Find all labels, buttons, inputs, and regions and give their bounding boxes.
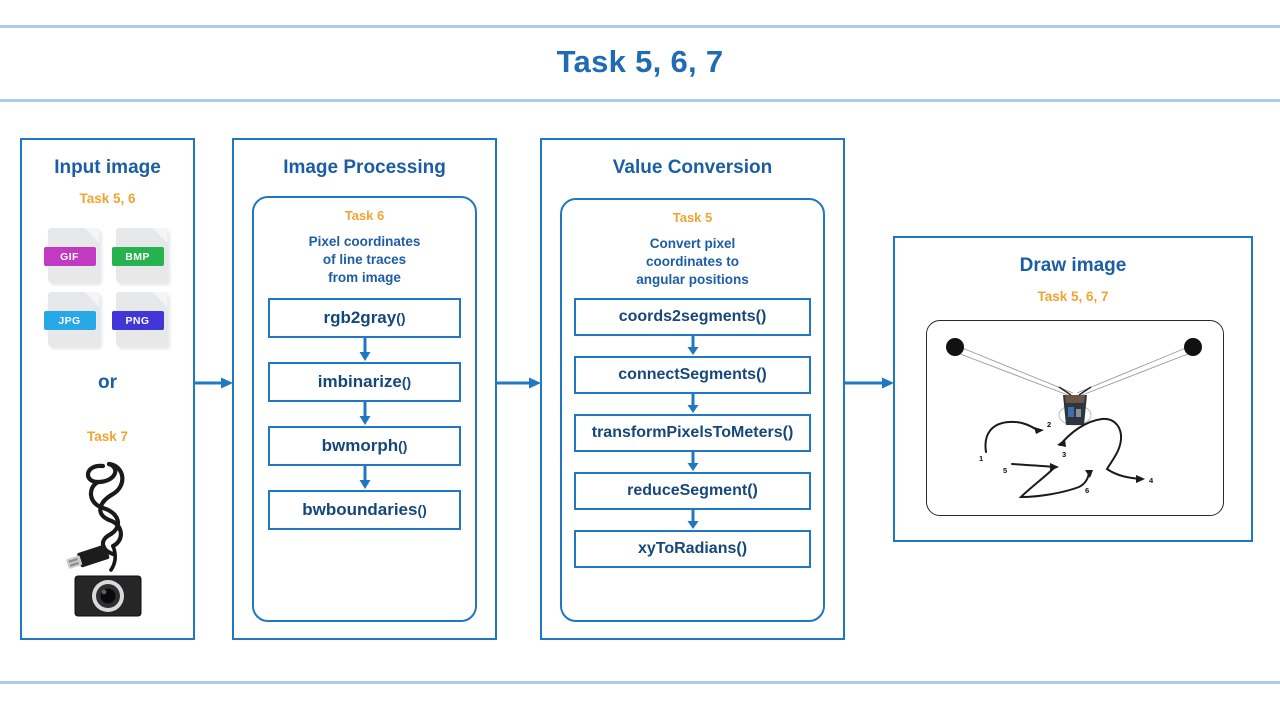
flow-arrow-down: [574, 336, 811, 356]
panel-input-title: Input image: [54, 157, 161, 178]
stroke-label-1: 1: [979, 454, 983, 463]
function-box-bwmorph-label: bwmorph: [321, 436, 399, 456]
flow-arrow-down: [574, 510, 811, 530]
flow-arrow-down: [574, 452, 811, 472]
processing-function-list: rgb2gray() imbinarize() bwmorph(): [254, 298, 475, 531]
function-box-rgb2gray-label: rgb2gray: [323, 308, 397, 328]
anchor-dot-right: [1184, 338, 1202, 356]
jpg-file-icon-label: JPG: [43, 311, 96, 330]
function-box-reducesegment[interactable]: reduceSegment(): [574, 472, 811, 511]
bmp-file-icon: BMP: [111, 228, 168, 282]
processing-task-tag: Task 6: [344, 208, 385, 223]
flow-arrow-down: [574, 394, 811, 414]
flow-arrow-down: [268, 466, 461, 490]
function-box-coords2segments-label: coords2segments: [618, 308, 756, 326]
panel-draw-image: Draw image Task 5, 6, 7: [893, 236, 1253, 542]
conversion-task-tag: Task 5: [672, 210, 713, 225]
anchor-dot-left: [946, 338, 964, 356]
function-box-imbinarize-label: imbinarize: [317, 372, 402, 392]
jpg-file-icon: JPG: [43, 292, 100, 346]
stroke-label-2: 2: [1047, 420, 1051, 429]
panel-input-task-tag-2: Task 7: [86, 429, 129, 444]
connector-arrow-input-to-processing: [194, 377, 234, 389]
panel-processing-title: Image Processing: [283, 157, 446, 178]
input-or-label: or: [98, 372, 117, 393]
stroke-label-6: 6: [1085, 486, 1089, 495]
file-format-icon-group: GIF BMP JPG PNG: [43, 228, 170, 346]
connector-arrow-conversion-to-draw: [844, 377, 895, 389]
conversion-function-list: coords2segments() connectSegments() tran…: [562, 298, 823, 569]
processing-description: Pixel coordinates of line traces from im…: [308, 234, 421, 285]
bmp-file-icon-label: BMP: [111, 247, 164, 266]
gif-file-icon-label: GIF: [43, 247, 96, 266]
conversion-description: Convert pixel coordinates to angular pos…: [636, 236, 749, 287]
processing-inner-box: Task 6 Pixel coordinates of line traces …: [252, 196, 477, 622]
function-box-rgb2gray[interactable]: rgb2gray(): [268, 298, 461, 339]
stroke-label-4: 4: [1149, 476, 1154, 485]
panel-draw-task-tag: Task 5, 6, 7: [1037, 288, 1109, 304]
function-box-xytoradians[interactable]: xyToRadians(): [574, 530, 811, 569]
bottom-divider-rule: [0, 681, 1280, 684]
stroke-label-5: 5: [1003, 466, 1007, 475]
stroke-label-3: 3: [1062, 450, 1066, 459]
panel-input-task-tag: Task 5, 6: [79, 190, 136, 206]
function-box-bwboundaries-label: bwboundaries: [302, 500, 418, 520]
conversion-inner-box: Task 5 Convert pixel coordinates to angu…: [560, 198, 825, 622]
function-box-xytoradians-label: xyToRadians: [637, 540, 737, 558]
function-box-bwboundaries[interactable]: bwboundaries(): [268, 490, 461, 531]
panel-draw-title: Draw image: [1019, 255, 1127, 276]
flow-arrow-down: [268, 338, 461, 362]
gif-file-icon: GIF: [43, 228, 100, 282]
function-box-bwmorph[interactable]: bwmorph(): [268, 426, 461, 467]
panel-input-image: Input image Task 5, 6 GIF BMP JPG PNG or…: [20, 138, 195, 640]
function-box-reducesegment-label: reduceSegment: [627, 482, 748, 500]
function-box-imbinarize[interactable]: imbinarize(): [268, 362, 461, 403]
title-divider-rule: [0, 99, 1280, 102]
function-box-transformpixelstometers-label: transformPixelsToMeters: [591, 424, 783, 442]
function-box-connectsegments-label: connectSegments: [618, 366, 757, 384]
function-box-transformpixelstometers[interactable]: transformPixelsToMeters(): [574, 414, 811, 453]
function-box-connectsegments[interactable]: connectSegments(): [574, 356, 811, 395]
flow-arrow-down: [268, 402, 461, 426]
usb-webcam-icon: [65, 452, 151, 620]
png-file-icon: PNG: [111, 292, 168, 346]
panel-value-conversion: Value Conversion Task 5 Convert pixel co…: [540, 138, 845, 640]
function-box-coords2segments[interactable]: coords2segments(): [574, 298, 811, 337]
pen-carriage: [1058, 386, 1092, 426]
panel-conversion-title: Value Conversion: [612, 157, 773, 178]
drawing-result-canvas: 1 2 3 4 5 6: [926, 320, 1224, 516]
page-title: Task 5, 6, 7: [556, 44, 724, 79]
panel-image-processing: Image Processing Task 6 Pixel coordinate…: [232, 138, 497, 640]
png-file-icon-label: PNG: [111, 311, 164, 330]
connector-arrow-processing-to-conversion: [496, 377, 542, 389]
top-divider-rule: [0, 25, 1280, 28]
